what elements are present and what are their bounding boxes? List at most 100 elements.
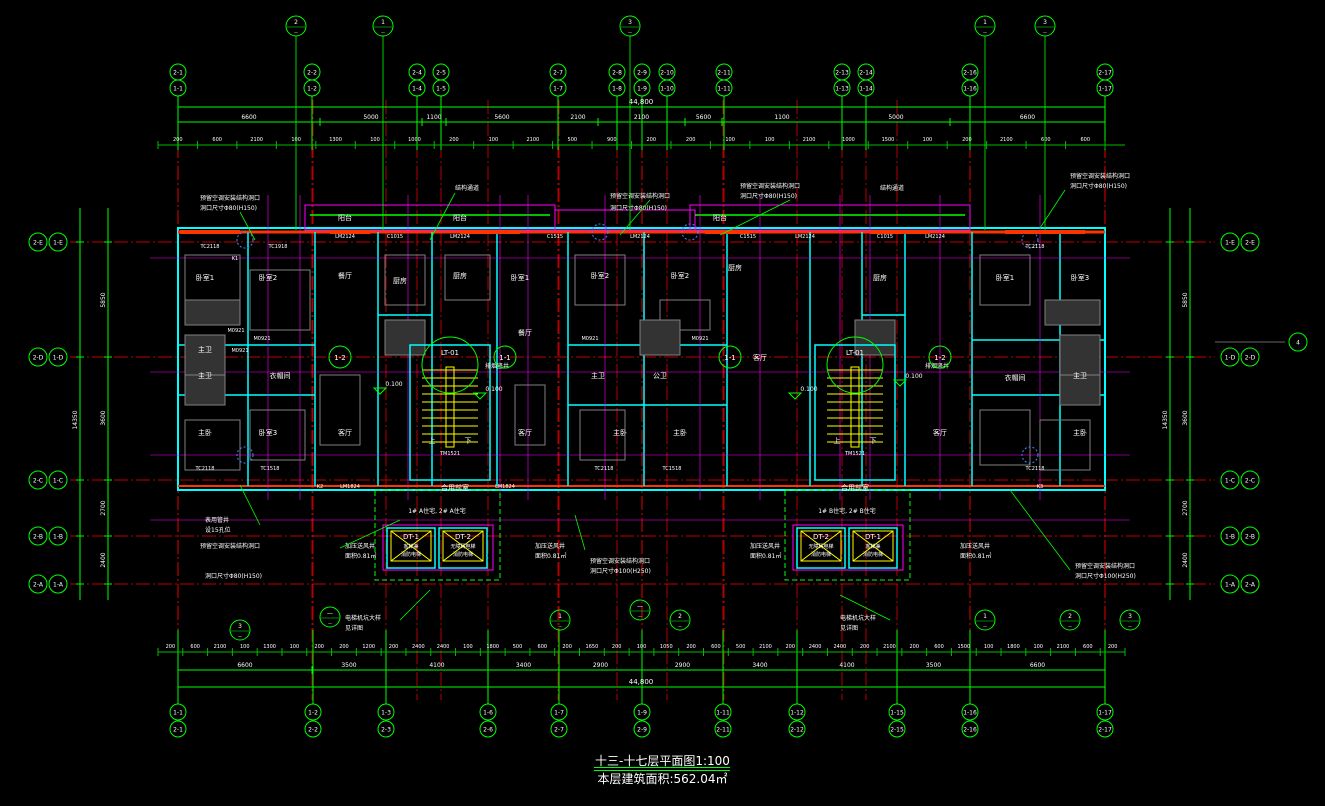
door-window-tag: K2 bbox=[317, 484, 323, 490]
detail-callout-bubble bbox=[549, 609, 571, 631]
elevator-cab bbox=[800, 530, 842, 562]
annotation-note: 设15孔位 bbox=[205, 526, 231, 534]
elevator-car bbox=[438, 527, 488, 569]
axis-bubble-bottom-lower-bubble bbox=[377, 720, 395, 738]
axis-bubble-bottom-lower-bubble bbox=[1096, 720, 1114, 738]
ac-unit-icon bbox=[591, 223, 609, 241]
leader-line bbox=[239, 211, 256, 241]
balcony-outline bbox=[689, 204, 971, 231]
dim-detail-top-label: 200 bbox=[173, 137, 183, 143]
stair-door-tag: TM1521 bbox=[844, 451, 865, 457]
door-window-tag: M0921 bbox=[581, 336, 598, 342]
dim-bay-bottom-label: 4100 bbox=[839, 662, 854, 669]
axis-bubble-top-lower-bubble bbox=[833, 79, 851, 97]
detail-callout-number: 3 bbox=[1128, 613, 1132, 620]
axis-bubble-left-inner-bubble bbox=[48, 232, 68, 252]
room-label: 客厅 bbox=[338, 428, 352, 437]
axis-bubble-right-inner: 1-C bbox=[1225, 478, 1235, 485]
leader-line bbox=[1009, 489, 1071, 571]
dim-bay-top-label: 6600 bbox=[241, 114, 256, 121]
elevator-core-boundary bbox=[374, 489, 501, 581]
axis-bubble-top-lower-bubble bbox=[303, 79, 321, 97]
room-label: 合用前室 bbox=[441, 483, 469, 492]
dim-vertical-label: 2400 bbox=[1182, 552, 1189, 567]
leader-line bbox=[574, 514, 586, 551]
door-window-tag: TC2118 bbox=[195, 466, 215, 472]
axis-bubble-right-inner: 1-A bbox=[1225, 582, 1236, 589]
annotation-note: 预留空调安装结构洞口 bbox=[1070, 172, 1130, 180]
axis-bubble-bottom-upper: 1-17 bbox=[1098, 710, 1112, 717]
axis-bubble-right-inner-bubble bbox=[1220, 526, 1240, 546]
furniture-outline bbox=[574, 254, 626, 306]
elevator-desc: 消防电梯 bbox=[401, 551, 421, 558]
furniture-outline bbox=[444, 254, 491, 301]
axis-bubble-top-lower: 1-7 bbox=[553, 86, 563, 93]
axis-bubble-top-lower-bubble bbox=[857, 79, 875, 97]
detail-callout-ref: — bbox=[983, 30, 987, 35]
annotation-note: 表用管井 bbox=[205, 516, 229, 524]
bathroom-fixture bbox=[184, 299, 241, 326]
dim-bay-bottom-label: 6600 bbox=[1030, 662, 1045, 669]
unit-marker: 1-2 bbox=[334, 354, 345, 362]
annotation-note: 排烟竖井 bbox=[925, 362, 949, 370]
leader-line bbox=[839, 594, 891, 621]
axis-bubble-right-inner: 1-E bbox=[1225, 240, 1235, 247]
section-marker-bubble bbox=[1288, 332, 1308, 352]
dim-detail-bottom-label: 200 bbox=[314, 644, 324, 650]
axis-bubble-top-lower: 1-2 bbox=[307, 86, 317, 93]
axis-bubble-right-inner-bubble bbox=[1220, 470, 1240, 490]
unit-marker: 1-1 bbox=[724, 354, 735, 362]
axis-bubble-bottom-lower: 2-15 bbox=[890, 727, 904, 734]
bathroom-fixture bbox=[1059, 374, 1101, 406]
detail-callout-ref: — bbox=[628, 30, 632, 35]
leader-line bbox=[429, 192, 456, 241]
dim-detail-top-label: 600 bbox=[1041, 137, 1051, 143]
detail-callout-bubble bbox=[229, 619, 251, 641]
axis-bubble-left-inner: 1-B bbox=[53, 534, 63, 541]
door-window-tag: TC2118 bbox=[200, 244, 220, 250]
axis-bubble-bottom-upper-bubble bbox=[550, 703, 568, 721]
furniture-outline bbox=[514, 384, 546, 446]
dim-vertical-label: 14350 bbox=[1162, 410, 1169, 429]
axis-bubble-bottom-lower-bubble bbox=[961, 720, 979, 738]
stair-door-tag: TM1521 bbox=[439, 451, 460, 457]
detail-callout-ref: — bbox=[328, 621, 332, 626]
balcony-outline bbox=[554, 209, 696, 231]
annotation-note: 面积0.81㎡ bbox=[535, 552, 566, 560]
bathroom-fixture bbox=[1059, 334, 1101, 376]
axis-bubble-bottom-upper-bubble bbox=[1096, 703, 1114, 721]
axis-bubble-right-outer: 2-B bbox=[1245, 534, 1255, 541]
axis-bubble-top-upper: 2-17 bbox=[1098, 70, 1112, 77]
dim-detail-bottom-label: 2100 bbox=[759, 644, 772, 650]
annotation-note: 预留空调安装结构洞口 bbox=[610, 192, 670, 200]
room-label: 餐厅 bbox=[338, 271, 352, 280]
axis-bubble-top-lower-bubble bbox=[633, 79, 651, 97]
annotation-note: 洞口尺寸Φ80(H150) bbox=[1070, 182, 1127, 190]
leader-line bbox=[719, 199, 791, 236]
axis-bubble-left-outer-bubble bbox=[28, 347, 48, 367]
dim-detail-top-label: 100 bbox=[765, 137, 775, 143]
dim-detail-top-label: 1300 bbox=[329, 137, 342, 143]
furniture-outline bbox=[579, 409, 626, 461]
detail-callout-number: 3 bbox=[628, 19, 632, 26]
axis-bubble-bottom-upper-bubble bbox=[788, 703, 806, 721]
furniture-outline bbox=[319, 374, 361, 446]
axis-bubble-left-outer: 2-A bbox=[33, 582, 44, 589]
leader-line bbox=[619, 199, 651, 236]
room-label: 厨房 bbox=[453, 271, 467, 280]
room-label: 衣帽间 bbox=[270, 371, 291, 380]
axis-bubble-bottom-lower: 2-11 bbox=[716, 727, 730, 734]
room-label: 卧室1 bbox=[511, 273, 529, 282]
dim-detail-bottom-label: 200 bbox=[1108, 644, 1118, 650]
dim-detail-bottom-label: 2400 bbox=[412, 644, 425, 650]
dim-bay-top-label: 5000 bbox=[888, 114, 903, 121]
axis-bubble-bottom-upper: 1-11 bbox=[716, 710, 730, 717]
annotation-note: 结构通道 bbox=[880, 184, 904, 192]
furniture-outline bbox=[249, 409, 306, 461]
dim-detail-top-label: 200 bbox=[962, 137, 972, 143]
axis-bubble-bottom-lower-bubble bbox=[788, 720, 806, 738]
drawing-title: 十三-十七层平面图1:100 bbox=[595, 754, 730, 768]
dim-vertical-label: 3600 bbox=[1182, 410, 1189, 425]
dim-bay-top-label: 5000 bbox=[363, 114, 378, 121]
section-marker: 4 bbox=[1296, 340, 1300, 347]
